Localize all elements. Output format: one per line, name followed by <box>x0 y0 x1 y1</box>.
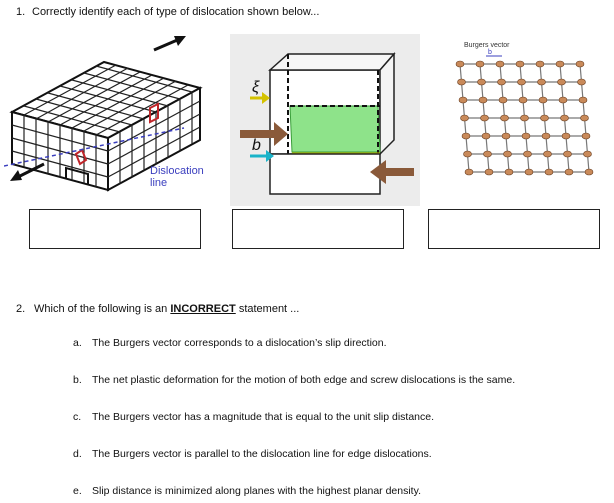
lattice-atom <box>577 78 586 86</box>
question-2-emphasis: INCORRECT <box>170 303 236 315</box>
lattice-atom <box>561 132 571 140</box>
shear-arrow-bottom <box>15 162 45 180</box>
lattice-atom <box>478 96 488 104</box>
lattice-atom <box>497 78 506 86</box>
lattice-atom <box>540 114 549 122</box>
lattice-atom <box>461 132 471 140</box>
question-2-text-after: statement ... <box>238 303 300 315</box>
lattice-atom <box>484 168 494 176</box>
lattice-atom <box>524 168 534 176</box>
answer-box-2[interactable] <box>232 209 404 249</box>
lattice-atom <box>464 168 474 176</box>
lattice-atom <box>480 114 489 122</box>
burgers-b-symbol: b <box>488 49 492 56</box>
lattice-atom <box>583 150 592 158</box>
lattice-atom <box>544 168 554 176</box>
option-b-text[interactable]: The net plastic deformation for the moti… <box>92 374 516 386</box>
lattice-atom <box>477 78 486 86</box>
figure-atomic-lattice: Burgers vector b <box>455 42 594 176</box>
b-symbol: b <box>252 137 261 154</box>
question-2-text-before: Which of the following is an <box>34 303 168 315</box>
question-2-text: Which of the following is an INCORRECT s… <box>34 303 299 315</box>
question-2-number: 2. <box>16 303 26 315</box>
dislocation-marker <box>74 148 88 166</box>
block-grid-lines <box>11 64 201 187</box>
lattice-atom <box>555 60 565 68</box>
b-arrow <box>266 150 274 162</box>
option-b-letter: b. <box>73 374 82 386</box>
lattice-atom <box>498 96 508 104</box>
question-1-number: 1. <box>16 6 26 18</box>
option-c-text[interactable]: The Burgers vector has a magnitude that … <box>92 411 435 423</box>
lattice-atom <box>515 60 525 68</box>
lattice-atom <box>521 132 531 140</box>
xi-arrow <box>262 92 270 104</box>
burgers-vector-title: Burgers vector <box>464 42 510 49</box>
lattice-atom <box>520 114 529 122</box>
lattice-atom <box>560 114 569 122</box>
lattice-atom <box>535 60 545 68</box>
lattice-atom <box>557 78 566 86</box>
lattice-atom <box>523 150 532 158</box>
dislocation-label-line1: Dislocation <box>150 165 204 177</box>
lattice-atom <box>578 96 588 104</box>
lattice-atom <box>460 114 469 122</box>
option-a-text[interactable]: The Burgers vector corresponds to a disl… <box>92 337 387 349</box>
lattice-atom <box>481 132 491 140</box>
lattice-atom <box>501 132 511 140</box>
lattice-atom <box>558 96 568 104</box>
option-c-letter: c. <box>73 411 82 423</box>
lattice-atom <box>537 78 546 86</box>
option-d-text[interactable]: The Burgers vector is parallel to the di… <box>92 448 432 460</box>
lattice-atom <box>564 168 574 176</box>
answer-box-3[interactable] <box>428 209 600 249</box>
lattice-atom <box>503 150 512 158</box>
figure-edge-slip-plane: ξ b <box>230 34 420 206</box>
lattice-atom <box>500 114 509 122</box>
lattice-atom <box>495 60 505 68</box>
lattice-atom <box>504 168 514 176</box>
question-1-text: Correctly identify each of type of dislo… <box>32 6 320 18</box>
dislocation-line-dashed <box>4 127 185 167</box>
shear-arrow-left <box>240 122 288 146</box>
dislocation-label-line2: line <box>150 177 167 189</box>
shear-arrow-right <box>370 160 414 184</box>
lattice-atom <box>541 132 551 140</box>
option-e-text[interactable]: Slip distance is minimized along planes … <box>92 485 421 497</box>
lattice-atom <box>575 60 585 68</box>
lattice-atom <box>518 96 528 104</box>
lattice-atom <box>458 96 468 104</box>
option-d-letter: d. <box>73 448 82 460</box>
lattice-atom <box>580 114 589 122</box>
lattice-atom <box>581 132 591 140</box>
slip-plane-green <box>289 105 381 153</box>
lattice-atom <box>455 60 465 68</box>
figure-screw-dislocation-block: Dislocation line <box>4 36 204 192</box>
answer-box-1[interactable] <box>29 209 201 249</box>
lattice-atoms <box>455 60 594 176</box>
lattice-atom <box>584 168 594 176</box>
lattice-atom <box>563 150 572 158</box>
lattice-atom <box>463 150 472 158</box>
option-e-letter: e. <box>73 485 82 497</box>
lattice-atom <box>538 96 548 104</box>
lattice-atom <box>457 78 466 86</box>
lattice-atom <box>543 150 552 158</box>
lattice-atom <box>475 60 485 68</box>
xi-symbol: ξ <box>252 79 260 96</box>
lattice-atom <box>517 78 526 86</box>
lattice-atom <box>483 150 492 158</box>
burgers-vector-marker <box>149 102 159 124</box>
option-a-letter: a. <box>73 337 82 349</box>
